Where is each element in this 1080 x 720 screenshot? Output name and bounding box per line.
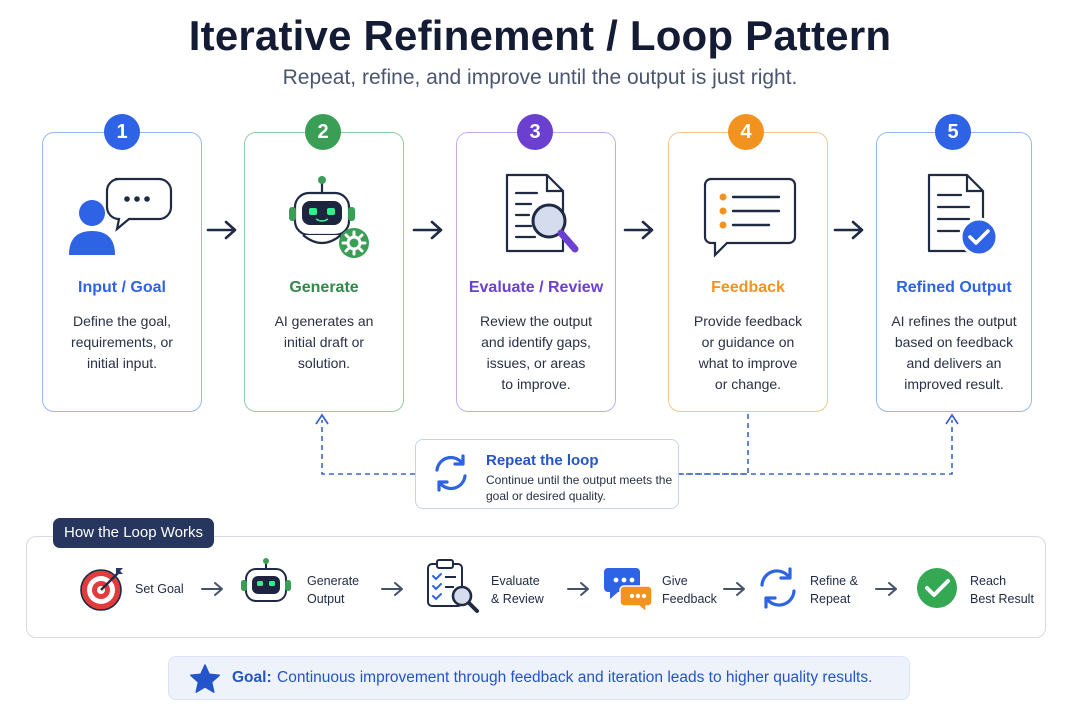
step-description: Provide feedback or guidance on what to … xyxy=(693,313,803,392)
arrow-right-icon xyxy=(875,582,897,596)
mini-step-refine-repeat: Refine & Repeat xyxy=(756,564,876,614)
page-title: Iterative Refinement / Loop Pattern xyxy=(188,12,892,59)
step-number-badge: 2 xyxy=(305,114,341,150)
mini-step-label: Reach Best Result xyxy=(970,574,1034,606)
loop-description: Continue until the output meets the goal… xyxy=(486,473,673,503)
robot-icon xyxy=(241,558,291,602)
step-description: AI generates an initial draft or solutio… xyxy=(274,313,374,371)
robot-gear-icon xyxy=(245,171,403,271)
mini-step-generate-output: Generate Output xyxy=(238,558,368,614)
arrow-right-icon xyxy=(623,220,654,240)
arrow-right-icon xyxy=(206,220,237,240)
step-card-generate: Generate AI generates an initial draft o… xyxy=(244,132,404,412)
repeat-loop-box: Repeat the loop Continue until the outpu… xyxy=(415,439,679,509)
goal-text: Continuous improvement through feedback … xyxy=(277,669,873,686)
person-speech-icon xyxy=(43,171,201,271)
step-title: Generate xyxy=(289,279,359,296)
arrow-right-icon xyxy=(723,582,745,596)
feedback-bubble-icon xyxy=(669,171,827,271)
page-subtitle: Repeat, refine, and improve until the ou… xyxy=(282,66,798,89)
mini-step-evaluate-review: Evaluate & Review xyxy=(424,559,554,614)
document-check-icon xyxy=(877,171,1031,271)
step-title: Feedback xyxy=(711,279,785,296)
step-card-input-goal: Input / Goal Define the goal, requiremen… xyxy=(42,132,202,412)
star-icon xyxy=(190,664,220,693)
goal-label: Goal: xyxy=(232,669,272,686)
chat-bubbles-icon xyxy=(604,568,653,614)
refresh-icon xyxy=(760,567,796,609)
mini-step-reach-best-result: Reach Best Result xyxy=(916,564,1040,614)
arrow-right-icon xyxy=(201,582,223,596)
document-magnifier-icon xyxy=(457,171,615,271)
step-description: Define the goal, requirements, or initia… xyxy=(71,313,173,371)
arrow-right-icon xyxy=(567,582,589,596)
step-title: Evaluate / Review xyxy=(468,279,604,296)
step-description: Review the output and identify gaps, iss… xyxy=(479,313,593,392)
mini-step-give-feedback: Give Feedback xyxy=(604,564,724,614)
step-card-evaluate-review: Evaluate / Review Review the output and … xyxy=(456,132,616,412)
target-icon xyxy=(80,568,123,611)
step-title: Input / Goal xyxy=(78,279,166,296)
arrow-right-icon xyxy=(412,220,443,240)
mini-step-label: Evaluate & Review xyxy=(491,574,544,606)
mini-step-set-goal: Set Goal xyxy=(78,564,188,614)
how-loop-works-label: How the Loop Works xyxy=(53,518,214,548)
step-number-badge: 4 xyxy=(728,114,764,150)
step-description: AI refines the output based on feedback … xyxy=(891,313,1017,392)
step-title: Refined Output xyxy=(896,279,1012,296)
step-number-badge: 1 xyxy=(104,114,140,150)
mini-step-label: Generate Output xyxy=(307,574,360,606)
refresh-cycle-icon xyxy=(430,452,472,499)
how-loop-works-panel xyxy=(26,536,1046,638)
step-card-feedback: Feedback Provide feedback or guidance on… xyxy=(668,132,828,412)
step-number-badge: 5 xyxy=(935,114,971,150)
loop-title: Repeat the loop xyxy=(486,452,599,469)
arrow-right-icon xyxy=(833,220,864,240)
step-number-badge: 3 xyxy=(517,114,553,150)
checklist-magnifier-icon xyxy=(427,559,479,613)
step-card-refined-output: Refined Output AI refines the output bas… xyxy=(876,132,1032,412)
mini-step-label: Give Feedback xyxy=(662,574,717,606)
goal-banner: Goal: Continuous improvement through fee… xyxy=(168,656,910,700)
mini-step-label: Refine & Repeat xyxy=(810,574,858,606)
mini-step-label: Set Goal xyxy=(135,582,184,596)
check-circle-icon xyxy=(917,568,957,608)
arrow-right-icon xyxy=(381,582,403,596)
